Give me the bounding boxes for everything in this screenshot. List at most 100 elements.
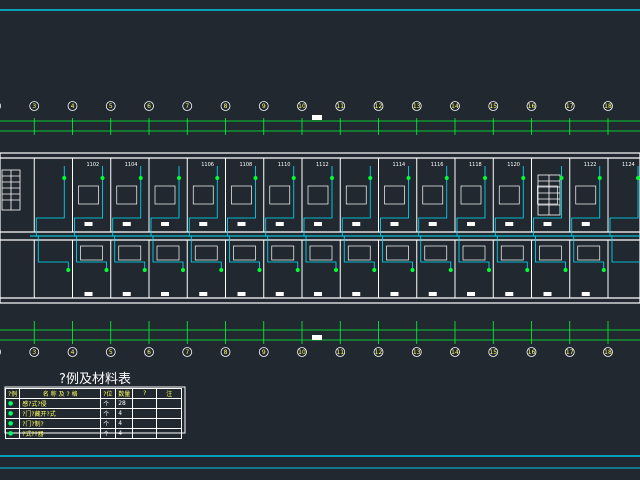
bathroom-block — [78, 185, 99, 205]
axis-bubble: 8 — [220, 101, 231, 135]
sensor-icon — [563, 268, 568, 272]
bathroom-block — [384, 185, 405, 205]
axis-bubble: 12 — [373, 321, 384, 357]
room-cable — [533, 166, 562, 236]
bathroom-block — [231, 185, 252, 205]
legend-row-unit: 个 — [100, 418, 117, 429]
stair-right — [537, 174, 561, 216]
sensor-icon — [372, 268, 377, 272]
window-mark — [428, 292, 437, 296]
axis-label: 8 — [224, 103, 228, 110]
room-cable — [535, 236, 566, 272]
sensor-icon — [295, 268, 300, 272]
axis-bubble: 15 — [488, 321, 499, 357]
room-label: 1124 — [622, 162, 635, 168]
room-cable — [343, 236, 375, 272]
axis-bubble: 16 — [526, 101, 537, 135]
legend-header-symbol: ?例 — [4, 388, 21, 399]
bathroom-block — [116, 185, 138, 205]
window-mark — [122, 292, 131, 296]
bathroom-block — [424, 245, 448, 261]
sensor-icon — [406, 176, 411, 180]
sensor-icon — [177, 176, 181, 180]
window-mark — [161, 292, 169, 296]
bathroom-block — [192, 185, 214, 205]
axis-label: 17 — [566, 103, 574, 110]
room-cable — [76, 236, 107, 272]
axis-bubble: 8 — [220, 321, 231, 357]
axis-bubbles-top: 23456789101112131415161718 — [0, 101, 613, 135]
bathroom-block — [577, 245, 601, 261]
bathroom-block — [154, 185, 176, 205]
window-mark — [199, 292, 208, 296]
room-cable — [458, 236, 490, 272]
axis-bubble: 7 — [182, 101, 193, 135]
axis-bubble: 17 — [564, 101, 575, 135]
legend-row-qty: 4 — [115, 408, 134, 419]
axis-label: 5 — [109, 103, 113, 110]
bathroom-block — [537, 185, 558, 205]
axis-label: 7 — [185, 103, 189, 110]
sensor-icon — [444, 176, 449, 180]
axis-bubble: 14 — [450, 321, 460, 357]
legend-row-unit: 个 — [100, 408, 117, 419]
axis-bubble: 2 — [0, 103, 1, 109]
bathroom-block — [271, 245, 295, 261]
axis-label: 4 — [71, 103, 75, 110]
sensor-icon — [330, 176, 334, 180]
sensor-icon — [597, 176, 602, 180]
room-label: 1114 — [393, 162, 406, 168]
room-label: 1110 — [278, 162, 291, 168]
legend-row-unit: 个 — [100, 428, 117, 439]
axis-label: 6 — [147, 349, 151, 356]
room-cable — [418, 166, 448, 236]
room-cable — [74, 166, 103, 236]
axis-label: 8 — [224, 349, 228, 356]
axis-label: 10 — [298, 103, 306, 110]
bathroom-block — [156, 245, 180, 261]
legend-row-qty: 28 — [115, 398, 134, 409]
window-mark — [428, 222, 437, 226]
bathroom-block — [500, 245, 524, 261]
room-cable — [305, 236, 337, 272]
window-mark — [84, 222, 93, 226]
bathroom-block — [347, 245, 371, 261]
room-cable — [267, 236, 299, 272]
stair-left — [1, 169, 21, 211]
window-mark — [581, 292, 590, 296]
axis-bubble: 4 — [67, 321, 78, 357]
axis-bubble: 13 — [411, 321, 422, 357]
dimension-tag-bottom — [312, 335, 322, 340]
sensor-icon — [487, 268, 491, 272]
sensor-icon — [601, 268, 606, 272]
legend-header-note-2: 注 — [156, 388, 183, 399]
axis-bubble: 2 — [0, 349, 1, 355]
room-cable — [114, 236, 146, 272]
sensor-icon — [448, 268, 453, 272]
sensor-icon — [253, 176, 258, 180]
bathroom-block — [307, 185, 329, 205]
axis-bubble: 4 — [67, 101, 78, 135]
bathroom-block — [498, 185, 520, 205]
room-label: 1122 — [584, 162, 597, 168]
sensor-icon — [257, 268, 262, 272]
sensor-icon — [219, 268, 224, 272]
bathroom-block — [422, 185, 444, 205]
room-cable — [496, 236, 528, 272]
axis-label: 15 — [489, 103, 497, 110]
axis-label: 18 — [604, 349, 612, 356]
bathroom-block — [118, 245, 142, 261]
window-mark — [467, 292, 475, 296]
sensor-icon — [410, 268, 415, 272]
axis-label: 11 — [336, 103, 344, 110]
axis-label: 11 — [336, 349, 344, 356]
axis-label: 12 — [375, 349, 383, 356]
legend-title: ?例及材料表 — [59, 372, 131, 387]
axis-bubble: 15 — [488, 101, 499, 135]
legend-row: ● ?式??器 个 4 — [4, 428, 183, 439]
sensor-icon — [334, 268, 338, 272]
window-mark — [467, 222, 475, 226]
room-cable — [150, 166, 180, 236]
room-label: 1108 — [240, 162, 253, 168]
legend-symbol-icon: ● — [4, 428, 21, 439]
